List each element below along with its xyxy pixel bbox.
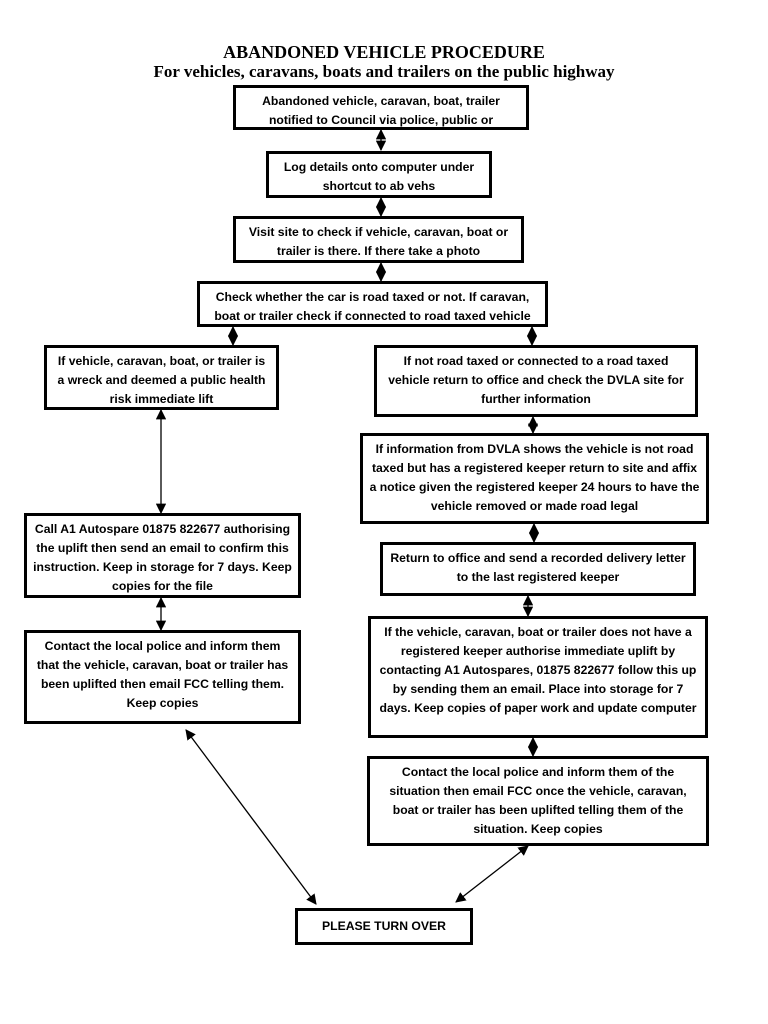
step-wreck: If vehicle, caravan, boat, or trailer is… xyxy=(44,345,279,410)
step-notified-text: Abandoned vehicle, caravan, boat, traile… xyxy=(262,94,500,127)
step-dvla-keeper: If information from DVLA shows the vehic… xyxy=(360,433,709,524)
step-call-a1: Call A1 Autospare 01875 822677 authorisi… xyxy=(24,513,301,598)
step-no-keeper: If the vehicle, caravan, boat or trailer… xyxy=(368,616,708,738)
arrow-policeright-turnover xyxy=(455,845,529,903)
step-recorded-letter-text: Return to office and send a recorded del… xyxy=(390,551,686,584)
step-not-taxed-text: If not road taxed or connected to a road… xyxy=(388,354,684,406)
please-turn-over-text: PLEASE TURN OVER xyxy=(322,919,446,933)
step-call-a1-text: Call A1 Autospare 01875 822677 authorisi… xyxy=(33,522,292,593)
step-police-left: Contact the local police and inform them… xyxy=(24,630,301,724)
step-police-left-text: Contact the local police and inform them… xyxy=(36,639,289,710)
please-turn-over: PLEASE TURN OVER xyxy=(295,908,473,945)
step-dvla-keeper-text: If information from DVLA shows the vehic… xyxy=(369,442,700,513)
arrow-policeleft-turnover xyxy=(185,729,317,905)
step-check-tax-text: Check whether the car is road taxed or n… xyxy=(214,290,531,323)
step-log-details: Log details onto computer under shortcut… xyxy=(266,151,492,198)
step-visit-site-text: Visit site to check if vehicle, caravan,… xyxy=(248,225,509,258)
step-log-details-text: Log details onto computer under shortcut… xyxy=(283,160,475,193)
step-check-tax: Check whether the car is road taxed or n… xyxy=(197,281,548,327)
step-recorded-letter: Return to office and send a recorded del… xyxy=(380,542,696,596)
step-police-right-text: Contact the local police and inform them… xyxy=(389,765,687,836)
page-subtitle: For vehicles, caravans, boats and traile… xyxy=(153,62,615,81)
step-police-right: Contact the local police and inform them… xyxy=(367,756,709,846)
page-title: ABANDONED VEHICLE PROCEDURE xyxy=(223,42,545,62)
step-no-keeper-text: If the vehicle, caravan, boat or trailer… xyxy=(379,625,697,715)
step-not-taxed: If not road taxed or connected to a road… xyxy=(374,345,698,417)
step-notified: Abandoned vehicle, caravan, boat, traile… xyxy=(233,85,529,130)
step-wreck-text: If vehicle, caravan, boat, or trailer is… xyxy=(57,354,266,406)
step-visit-site: Visit site to check if vehicle, caravan,… xyxy=(233,216,524,263)
